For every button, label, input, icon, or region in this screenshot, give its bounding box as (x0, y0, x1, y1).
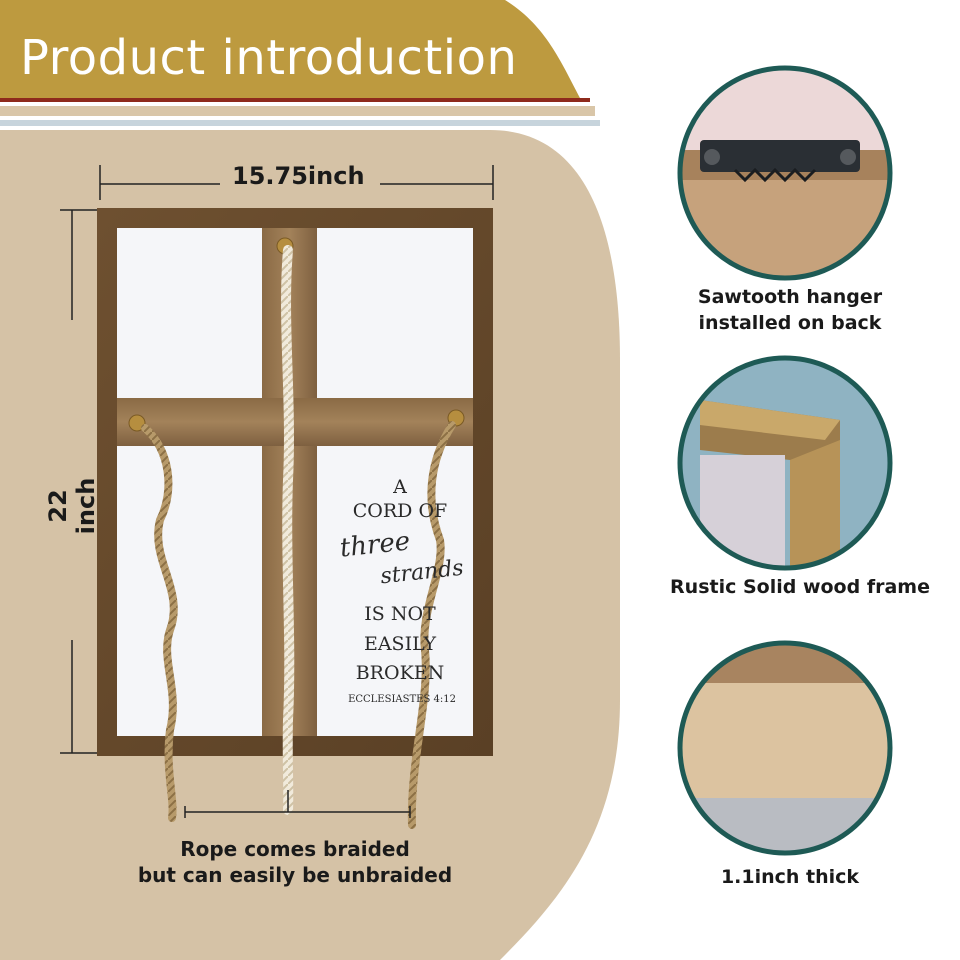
width-label: 15.75inch (232, 162, 365, 190)
verse-reference: ECCLESIASTES 4:12 (348, 694, 456, 705)
knob-left (128, 414, 146, 432)
hanger-circle-border (677, 65, 893, 281)
verse-easily: EASILY (363, 633, 437, 655)
hanger-caption: Sawtooth hanger installed on back (670, 284, 910, 336)
cross-horizontal (117, 398, 473, 446)
verse-broken: BROKEN (355, 662, 445, 684)
rope-measure-line (184, 790, 411, 818)
rope-caption-line2: but can easily be unbraided (137, 863, 453, 887)
frame-corner-detail-image (680, 358, 890, 568)
rope-center (281, 245, 295, 815)
banner-stripe (0, 98, 590, 102)
banner-stripe-3 (0, 120, 600, 126)
verse-is-not: IS NOT (364, 603, 436, 625)
rope-left (141, 424, 178, 822)
width-dimension-line (99, 165, 494, 200)
thickness-circle-border (677, 640, 893, 856)
rope-caption-line1: Rope comes braided (180, 837, 410, 861)
rope-caption: Rope comes braided but can easily be unb… (110, 836, 480, 888)
page-title: Product introduction (20, 30, 518, 86)
frame-caption: Rustic Solid wood frame (670, 576, 930, 598)
rope-right (407, 421, 456, 829)
title-banner (0, 0, 580, 98)
thickness-caption: 1.1inch thick (720, 866, 860, 888)
height-label: 22 inch (44, 477, 100, 535)
banner-stripe-2 (0, 106, 595, 116)
verse-cord-of: CORD OF (352, 500, 448, 522)
frame-corner-circle-border (677, 355, 893, 571)
hanger-caption-line1: Sawtooth hanger (697, 286, 883, 308)
hanger-caption-line2: installed on back (698, 312, 882, 334)
verse-a: A (393, 476, 407, 498)
